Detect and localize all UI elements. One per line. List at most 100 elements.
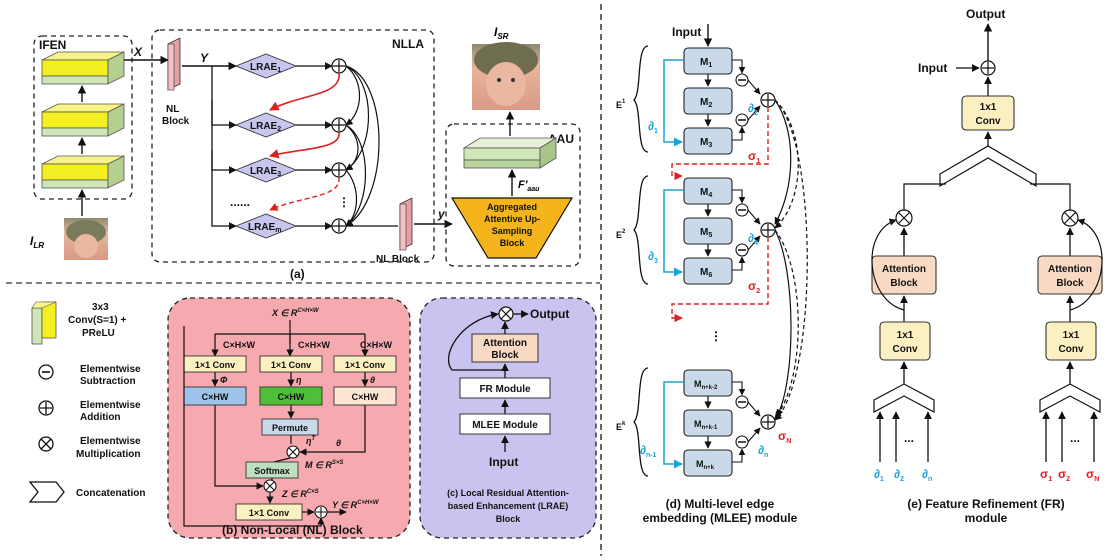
nlla-dots: ⋮ — [338, 195, 350, 209]
nl-block-1-label: NL — [166, 104, 179, 115]
svg-text:M2: M2 — [700, 97, 712, 109]
m-block: M6 — [683, 257, 733, 285]
add-icon — [980, 60, 996, 76]
nl-input-label: X ∈ RC×H×W — [271, 308, 320, 318]
m-block: Mn+k — [683, 449, 733, 477]
partial-n-label: ∂n — [758, 443, 768, 459]
subtract-icon — [735, 73, 749, 87]
fr-output-label: Output — [966, 7, 1005, 21]
svg-text:C×HW: C×HW — [278, 392, 305, 402]
svg-text:Attention: Attention — [882, 264, 926, 275]
nl-block-1-label: Block — [162, 116, 190, 127]
svg-text:1x1: 1x1 — [897, 330, 914, 341]
input-lr-image — [64, 218, 108, 260]
legend-conv-label: PReLU — [82, 328, 115, 339]
lrae-output-label: Output — [530, 307, 569, 321]
add-icon — [331, 218, 347, 234]
concat-icon — [1039, 383, 1101, 413]
attention-block-left: Attention Block — [871, 255, 937, 295]
softmax-box: Softmax — [245, 461, 299, 479]
svg-text:Mn+k-2: Mn+k-2 — [694, 379, 718, 391]
panel-e: Output Input 1x1 Conv Attention Block At… — [871, 7, 1103, 525]
panel-d-caption: embedding (MLEE) module — [643, 511, 798, 525]
svg-text:Attention: Attention — [1048, 264, 1092, 275]
panel-c: Output Attention Block FR Module MLEE Mo… — [419, 297, 597, 539]
legend-sub-label: Subtraction — [80, 376, 136, 387]
concat-icon — [28, 481, 65, 503]
svg-text:Conv: Conv — [893, 344, 918, 355]
legend-sub-label: Elementwise — [80, 364, 141, 375]
multiply-icon — [38, 436, 54, 452]
multiply-icon — [895, 209, 913, 227]
partial-n1-label: ∂n-1 — [640, 443, 657, 459]
svg-text:Softmax: Softmax — [254, 466, 290, 476]
dim-label: C×H×W — [223, 340, 256, 350]
fr-dots-right: ... — [1070, 431, 1080, 445]
theta-label: θ — [370, 375, 375, 385]
svg-text:1x1: 1x1 — [1063, 330, 1080, 341]
legend-concat-label: Concatenation — [76, 488, 145, 499]
svg-text:M4: M4 — [700, 187, 712, 199]
conv-phi: 1×1 Conv — [183, 355, 247, 373]
legend-mul-label: Multiplication — [76, 449, 140, 460]
svg-text:Attention: Attention — [483, 338, 527, 349]
mlee-input-label: Input — [672, 25, 701, 39]
legend-add-label: Addition — [80, 412, 121, 423]
lrae-1: LRAE1 — [234, 53, 298, 79]
dim-label: C×H×W — [360, 340, 393, 350]
chw-eta: C×HW — [259, 386, 323, 406]
legend-conv-label: Conv(S=1) + — [68, 315, 127, 326]
svg-text:FR Module: FR Module — [479, 384, 531, 395]
m-block: M2 — [683, 87, 733, 115]
attention-block: Attention Block — [471, 333, 539, 363]
dim-label: C×H×W — [298, 340, 331, 350]
mlee-dots: ⋮ — [710, 329, 722, 343]
svg-text:Mn+k-1: Mn+k-1 — [694, 419, 718, 431]
panel-d-caption: (d) Multi-level edge — [666, 497, 775, 511]
y-small-label: y — [437, 207, 446, 221]
conv-layer-icon — [41, 103, 125, 137]
subtract-icon — [735, 243, 749, 257]
subtract-icon — [735, 395, 749, 409]
subtract-icon — [735, 435, 749, 449]
svg-text:M1: M1 — [700, 57, 712, 69]
conv-out: 1×1 Conv — [235, 503, 303, 521]
svg-text:Conv: Conv — [1059, 344, 1084, 355]
svg-text:C×HW: C×HW — [202, 392, 229, 402]
ek-label: Ek — [616, 421, 626, 432]
fr-dots-left: ... — [904, 431, 914, 445]
svg-text:Sampling: Sampling — [492, 226, 533, 236]
svg-text:Mn+k: Mn+k — [696, 459, 715, 471]
add-icon — [331, 162, 347, 178]
legend-mul-label: Elementwise — [80, 436, 141, 447]
svg-text:Conv: Conv — [976, 116, 1001, 127]
svg-text:MLEE Module: MLEE Module — [472, 420, 538, 431]
y-eq-label: Y ∈ RC×H×W — [332, 500, 380, 510]
multiply-icon — [286, 445, 300, 459]
svg-text:Aggregated: Aggregated — [487, 202, 537, 212]
ifen-box — [33, 35, 133, 200]
sigma-1-label: σ1 — [748, 149, 760, 165]
legend-conv-label: 3x3 — [92, 302, 109, 313]
svg-text:LRAE1: LRAE1 — [250, 62, 281, 74]
subtract-icon — [735, 113, 749, 127]
s2-label: σ2 — [1058, 467, 1070, 483]
conv-eta: 1×1 Conv — [259, 355, 323, 373]
fr-input-label: Input — [918, 61, 947, 75]
conv-layer-icon — [41, 51, 125, 85]
svg-text:1×1 Conv: 1×1 Conv — [249, 508, 289, 518]
svg-text:M3: M3 — [700, 137, 712, 149]
m-block: M3 — [683, 127, 733, 155]
y-label: Y — [200, 51, 209, 65]
m-block: M5 — [683, 217, 733, 245]
conv-block-right: 1x1 Conv — [1045, 321, 1097, 361]
svg-text:Permute: Permute — [272, 423, 308, 433]
faau-label: F′aau — [518, 179, 540, 193]
partial-3-label: ∂3 — [648, 249, 658, 265]
m-eq-label: M ∈ RS×S — [305, 460, 343, 470]
panel-c-caption: based Enhancement (LRAE) — [448, 501, 569, 511]
lrae-3: LRAE3 — [234, 157, 298, 183]
lrae-m: LRAEm — [234, 213, 298, 239]
attention-block-right: Attention Block — [1037, 255, 1103, 295]
aau-feature-map — [462, 137, 558, 169]
